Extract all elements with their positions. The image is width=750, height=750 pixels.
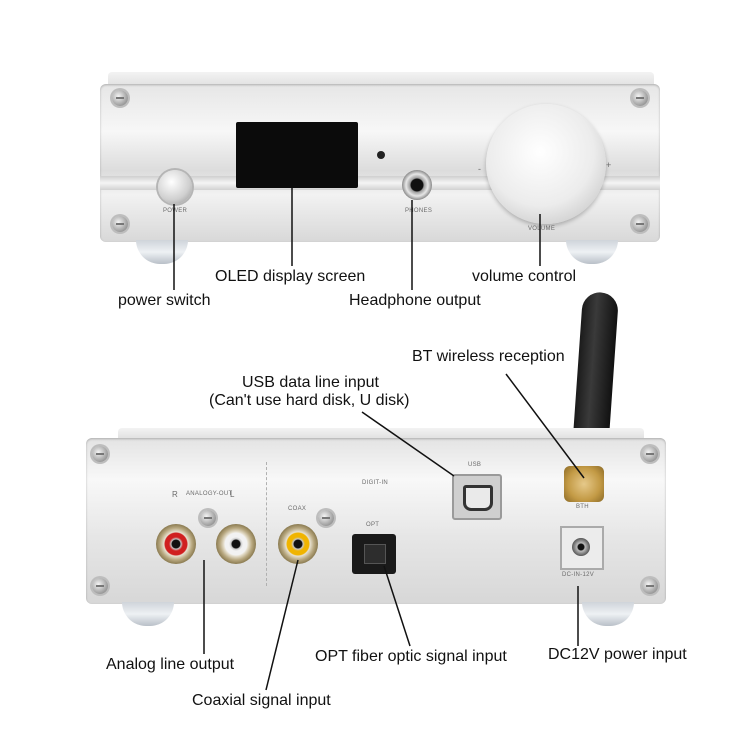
volume-plus: + xyxy=(606,160,612,170)
callout-usb-line1: USB data line input xyxy=(242,374,379,391)
volume-knob[interactable] xyxy=(486,104,606,224)
callout-dc: DC12V power input xyxy=(548,646,687,663)
dc-power-jack[interactable] xyxy=(560,526,604,570)
optical-input[interactable] xyxy=(352,534,396,574)
callout-bt: BT wireless reception xyxy=(412,348,565,365)
ir-sensor xyxy=(377,151,385,159)
screw-icon xyxy=(112,216,128,232)
screw-icon xyxy=(632,216,648,232)
power-engraving: POWER xyxy=(163,208,188,214)
coax-label: COAX xyxy=(288,506,307,512)
leader-coax xyxy=(265,559,299,691)
power-button[interactable] xyxy=(158,170,192,204)
leader-opt xyxy=(383,565,411,647)
leader-bt xyxy=(505,373,585,479)
screw-icon xyxy=(112,90,128,106)
ground-screw-icon xyxy=(200,510,216,526)
panel-divider xyxy=(266,462,267,586)
back-panel xyxy=(86,438,666,604)
callout-power: power switch xyxy=(118,292,211,309)
callout-analog: Analog line output xyxy=(106,656,235,673)
opt-label: OPT xyxy=(366,522,380,528)
bth-label: BTH xyxy=(576,504,589,510)
digit-in-label: DIGIT-IN xyxy=(362,480,389,486)
l-label: L xyxy=(230,490,235,499)
oled-display xyxy=(236,122,358,188)
callout-oled: OLED display screen xyxy=(215,268,366,285)
screw-icon xyxy=(632,90,648,106)
callout-coax: Coaxial signal input xyxy=(192,692,331,709)
headphone-jack[interactable] xyxy=(402,170,432,200)
screw-icon xyxy=(642,446,658,462)
screw-icon xyxy=(92,446,108,462)
ground-screw-icon xyxy=(318,510,334,526)
rca-left-output[interactable] xyxy=(216,524,256,564)
callout-headphone: Headphone output xyxy=(349,292,481,309)
r-label: R xyxy=(172,490,179,499)
callout-opt: OPT fiber optic signal input xyxy=(315,648,507,665)
phones-engraving: PHONES xyxy=(405,208,433,214)
dc-label: DC-IN-12V xyxy=(562,572,595,578)
rca-right-output[interactable] xyxy=(156,524,196,564)
volume-engraving: VOLUME xyxy=(528,226,556,232)
analog-out-label: ANALOGY-OUT xyxy=(186,491,233,497)
screw-icon xyxy=(642,578,658,594)
callout-volume: volume control xyxy=(472,268,577,285)
usb-b-port[interactable] xyxy=(452,474,502,520)
bt-antenna-connector xyxy=(564,466,604,502)
leader-usb xyxy=(361,411,455,477)
volume-minus: - xyxy=(478,164,482,174)
coax-input[interactable] xyxy=(278,524,318,564)
usb-label: USB xyxy=(468,462,482,468)
screw-icon xyxy=(92,578,108,594)
callout-usb-line2: (Can't use hard disk, U disk) xyxy=(209,392,410,409)
